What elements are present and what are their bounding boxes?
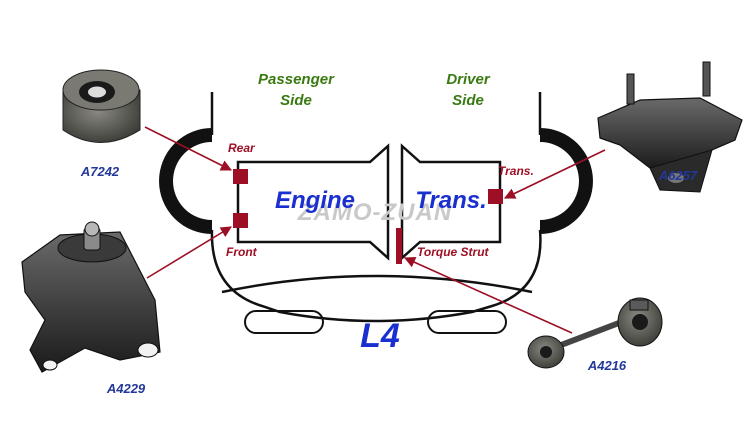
- part-a4229-label: A4229: [106, 381, 146, 396]
- left-wheel-arch: [159, 128, 213, 234]
- engine-label: Engine: [275, 187, 355, 214]
- trans-mount-marker: [488, 189, 503, 204]
- arrow-strut: [403, 257, 573, 334]
- front-position-label: Front: [226, 245, 258, 259]
- part-a6257-image: [597, 61, 743, 193]
- part-a7242-label: A7242: [80, 164, 120, 179]
- passenger-side-label-2: Side: [280, 92, 312, 109]
- arrow-trans: [503, 149, 606, 199]
- watermark: ZAMO-ZUAN: [297, 199, 452, 226]
- engine-block: [236, 143, 390, 261]
- model-label: L4: [360, 317, 400, 355]
- part-a4216-image: [527, 297, 663, 369]
- car-outline: [210, 92, 542, 323]
- driver-side-label-1: Driver: [446, 71, 491, 88]
- trans-label: Trans.: [415, 187, 487, 214]
- part-a4216-label: A4216: [587, 358, 627, 373]
- torque-strut-marker: [396, 228, 402, 264]
- part-a6257-label: A6257: [658, 168, 698, 183]
- front-mount-marker: [233, 213, 248, 228]
- arrow-rear: [144, 126, 233, 171]
- torque-strut-position-label: Torque Strut: [417, 245, 490, 259]
- passenger-side-label-1: Passenger: [258, 71, 335, 88]
- part-a7242-image: [62, 69, 141, 143]
- pointer-arrows: [144, 126, 606, 334]
- trans-position-label: Trans.: [498, 164, 534, 178]
- left-headlight: [244, 310, 324, 334]
- right-wheel-arch: [539, 128, 593, 234]
- rear-mount-marker: [233, 169, 248, 184]
- right-headlight: [427, 310, 507, 334]
- rear-position-label: Rear: [228, 141, 256, 155]
- driver-side-label-2: Side: [452, 92, 484, 109]
- part-a4229-image: [21, 221, 161, 373]
- arrow-front: [146, 226, 232, 279]
